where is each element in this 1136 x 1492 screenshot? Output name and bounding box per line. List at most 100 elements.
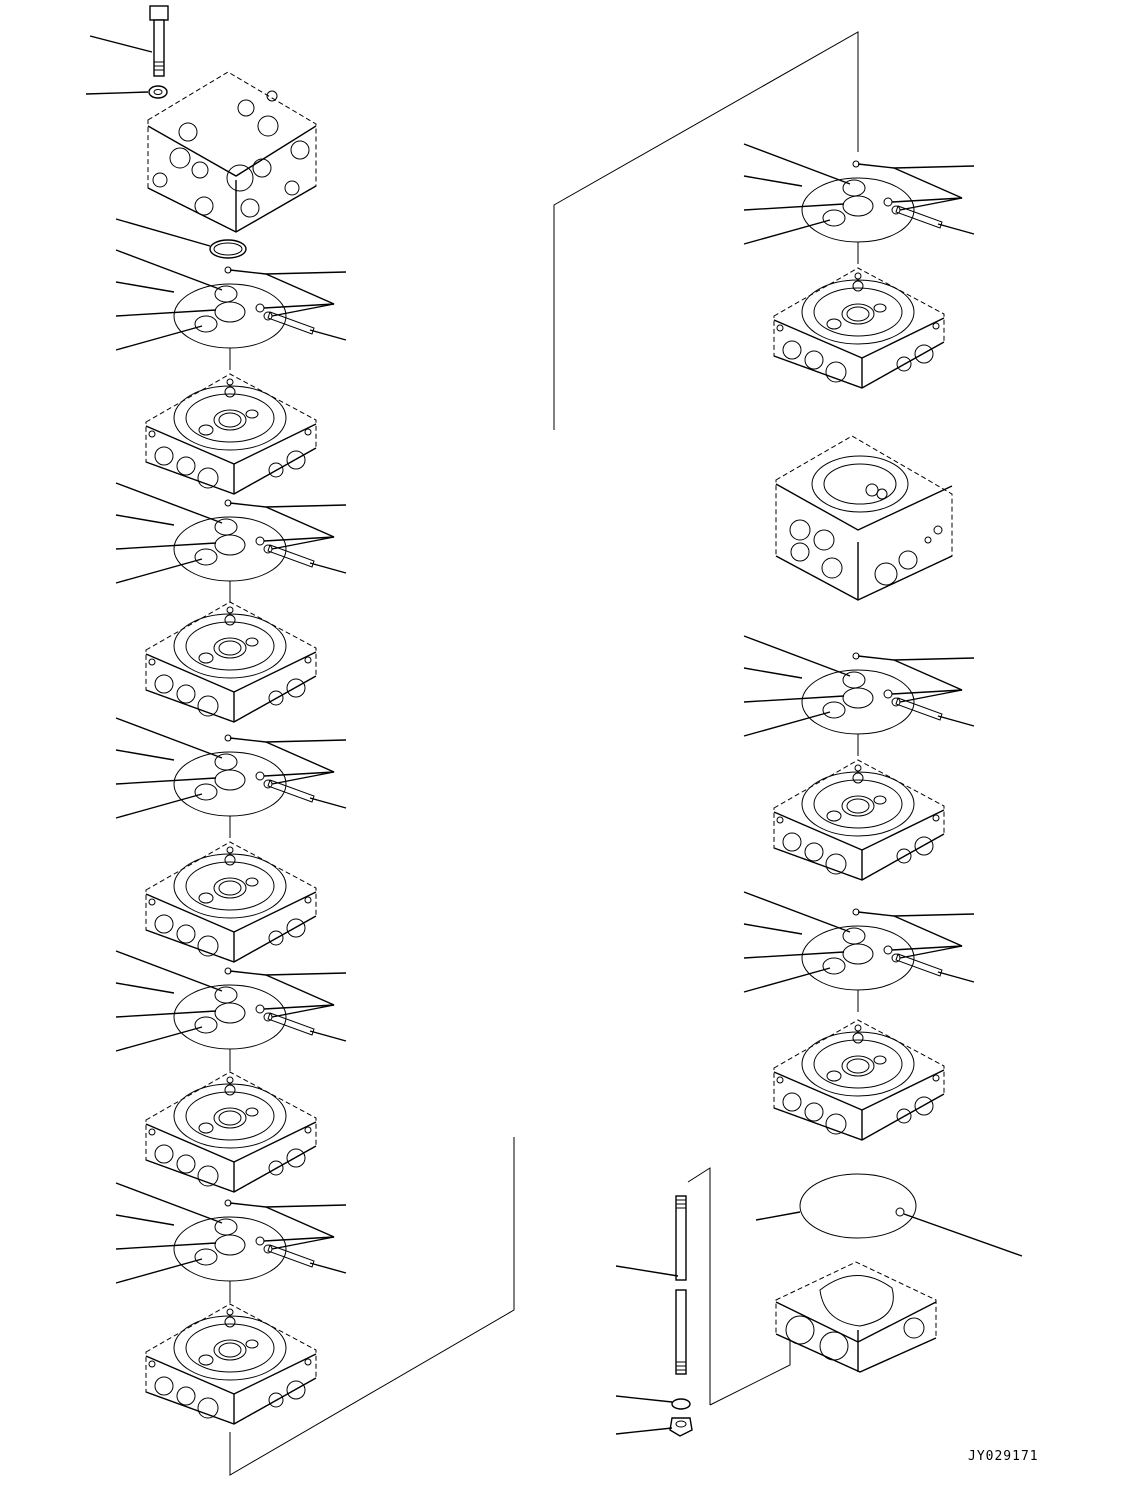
leader-line xyxy=(271,1004,335,1018)
port-hole xyxy=(197,935,219,957)
port-hole xyxy=(914,1096,934,1116)
port-hole xyxy=(804,350,824,370)
port-hole xyxy=(286,1380,306,1400)
leader-line xyxy=(743,695,845,703)
port-hole xyxy=(197,695,219,717)
block-outline xyxy=(145,373,317,495)
port-hole xyxy=(154,1376,174,1396)
leader-line xyxy=(937,715,975,727)
leader-line xyxy=(271,1236,335,1250)
leader-line xyxy=(115,1242,217,1250)
tie-rod-washer-part xyxy=(615,1395,691,1410)
o-ring-part xyxy=(115,218,247,259)
port-main xyxy=(214,301,246,323)
o-ring-small xyxy=(255,1004,265,1014)
port-side xyxy=(822,701,846,719)
side-bore xyxy=(198,1122,214,1134)
leader-line xyxy=(891,915,963,951)
main-bore xyxy=(213,1107,247,1129)
leader-line xyxy=(937,223,975,235)
block-face-ring xyxy=(185,1091,275,1141)
port-hole xyxy=(914,836,934,856)
leader-line xyxy=(743,711,831,737)
port-side xyxy=(194,783,218,801)
pin xyxy=(895,697,943,721)
side-bore xyxy=(245,1339,259,1349)
leader-line xyxy=(743,951,845,959)
port-main xyxy=(842,687,874,709)
leader-line xyxy=(309,329,347,341)
leader-line xyxy=(263,974,335,1010)
leader-line xyxy=(229,1202,347,1208)
block-edge xyxy=(145,675,317,723)
port-hole xyxy=(782,832,802,852)
port-hole xyxy=(914,344,934,364)
leader-line xyxy=(891,659,963,695)
plate-outline xyxy=(801,925,915,991)
port-hole xyxy=(825,361,847,383)
leader-line xyxy=(309,797,347,809)
pilot-hole xyxy=(852,1032,864,1044)
main-bore-inner xyxy=(218,880,242,896)
valve-section-block xyxy=(773,1019,945,1141)
port-side xyxy=(822,957,846,975)
pin xyxy=(267,1012,315,1036)
valve-section-block xyxy=(145,841,317,963)
main-bore-inner xyxy=(846,1058,870,1074)
main-bore-inner xyxy=(218,1342,242,1358)
leader-line xyxy=(115,717,223,759)
block-edge xyxy=(773,317,945,359)
main-bore xyxy=(213,877,247,899)
side-bore xyxy=(826,318,842,330)
plate-outline xyxy=(173,751,287,817)
bolt-hole xyxy=(148,430,156,438)
pin xyxy=(895,953,943,977)
leader-line xyxy=(743,967,831,993)
port-hole xyxy=(286,918,306,938)
side-bore xyxy=(245,1107,259,1117)
leader-line xyxy=(115,950,223,992)
leader-line xyxy=(743,203,845,211)
block-face-ring xyxy=(813,287,903,337)
side-bore xyxy=(198,892,214,904)
bolt-hole xyxy=(776,816,784,824)
leader-line xyxy=(229,502,347,508)
port-hole xyxy=(804,1102,824,1122)
port-hole xyxy=(154,914,174,934)
pilot-hole xyxy=(226,846,234,854)
valve-section-block xyxy=(145,601,317,723)
leader-line xyxy=(899,689,963,703)
bolt-hole xyxy=(304,656,312,664)
leader-line xyxy=(229,737,347,743)
side-bore xyxy=(245,409,259,419)
port-hole xyxy=(896,356,912,372)
main-bore-inner xyxy=(846,798,870,814)
plate-outline xyxy=(801,177,915,243)
leader-line xyxy=(263,506,335,542)
block-face-ring xyxy=(813,1039,903,1089)
main-bore xyxy=(213,637,247,659)
valve-section-block xyxy=(145,373,317,495)
block-edge xyxy=(145,423,317,465)
valve-section-block xyxy=(773,759,945,881)
leader-line xyxy=(115,482,223,524)
block-edge xyxy=(145,915,317,963)
port-hole xyxy=(268,1392,284,1408)
port-main xyxy=(842,195,874,217)
leader-line xyxy=(271,771,335,785)
leader-line xyxy=(891,167,963,203)
port-main xyxy=(842,943,874,965)
block-edge xyxy=(145,447,317,495)
leader-line xyxy=(743,635,851,677)
seal-plate xyxy=(115,717,347,838)
leader-line xyxy=(309,562,347,574)
side-bore xyxy=(198,1354,214,1366)
leader-line xyxy=(115,514,175,526)
port-hole xyxy=(286,1148,306,1168)
block-edge xyxy=(773,1069,945,1111)
side-bore xyxy=(873,1055,887,1065)
side-bore xyxy=(873,795,887,805)
block-edge xyxy=(145,651,317,693)
pilot-hole xyxy=(224,614,236,626)
block-face-ring xyxy=(813,779,903,829)
